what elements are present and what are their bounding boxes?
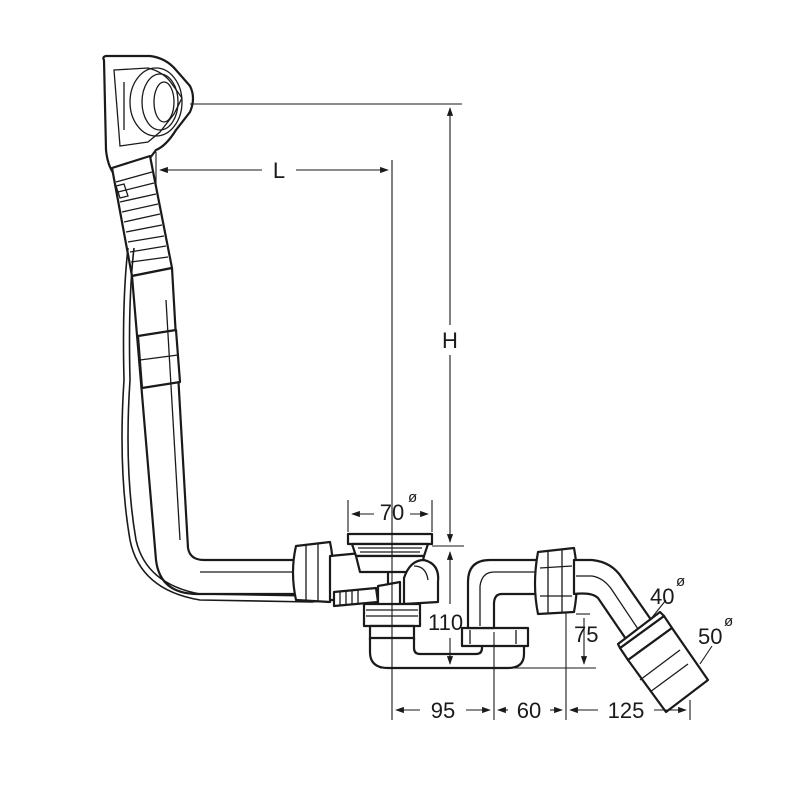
dim-label-outlet-outer: 50 bbox=[698, 624, 722, 649]
dimension-lines bbox=[155, 103, 713, 720]
dim-label-offset-125: 125 bbox=[608, 698, 645, 723]
overflow-pipe bbox=[130, 266, 302, 596]
dim-label-offset-95: 95 bbox=[431, 698, 455, 723]
diameter-symbol: ø bbox=[724, 613, 733, 630]
dim-label-offset-60: 60 bbox=[517, 698, 541, 723]
trap-body bbox=[368, 558, 542, 670]
dim-label-trap-height: 75 bbox=[574, 622, 598, 647]
overflow-flex-hose bbox=[110, 154, 174, 278]
dimension-labels: L H 70 ø 110 75 40 ø 50 ø 95 60 125 bbox=[273, 158, 733, 723]
drain-assembly bbox=[291, 532, 440, 642]
dim-label-outlet-inner: 40 bbox=[650, 584, 674, 609]
bowden-cable bbox=[121, 247, 349, 603]
dim-label-L: L bbox=[273, 158, 285, 183]
dim-label-H: H bbox=[442, 328, 458, 353]
diameter-symbol: ø bbox=[676, 573, 685, 590]
outlet-elbow bbox=[533, 546, 710, 714]
dim-label-drain-diameter: 70 bbox=[380, 500, 404, 525]
dim-label-depth: 110 bbox=[428, 610, 463, 635]
diameter-symbol: ø bbox=[408, 489, 417, 506]
